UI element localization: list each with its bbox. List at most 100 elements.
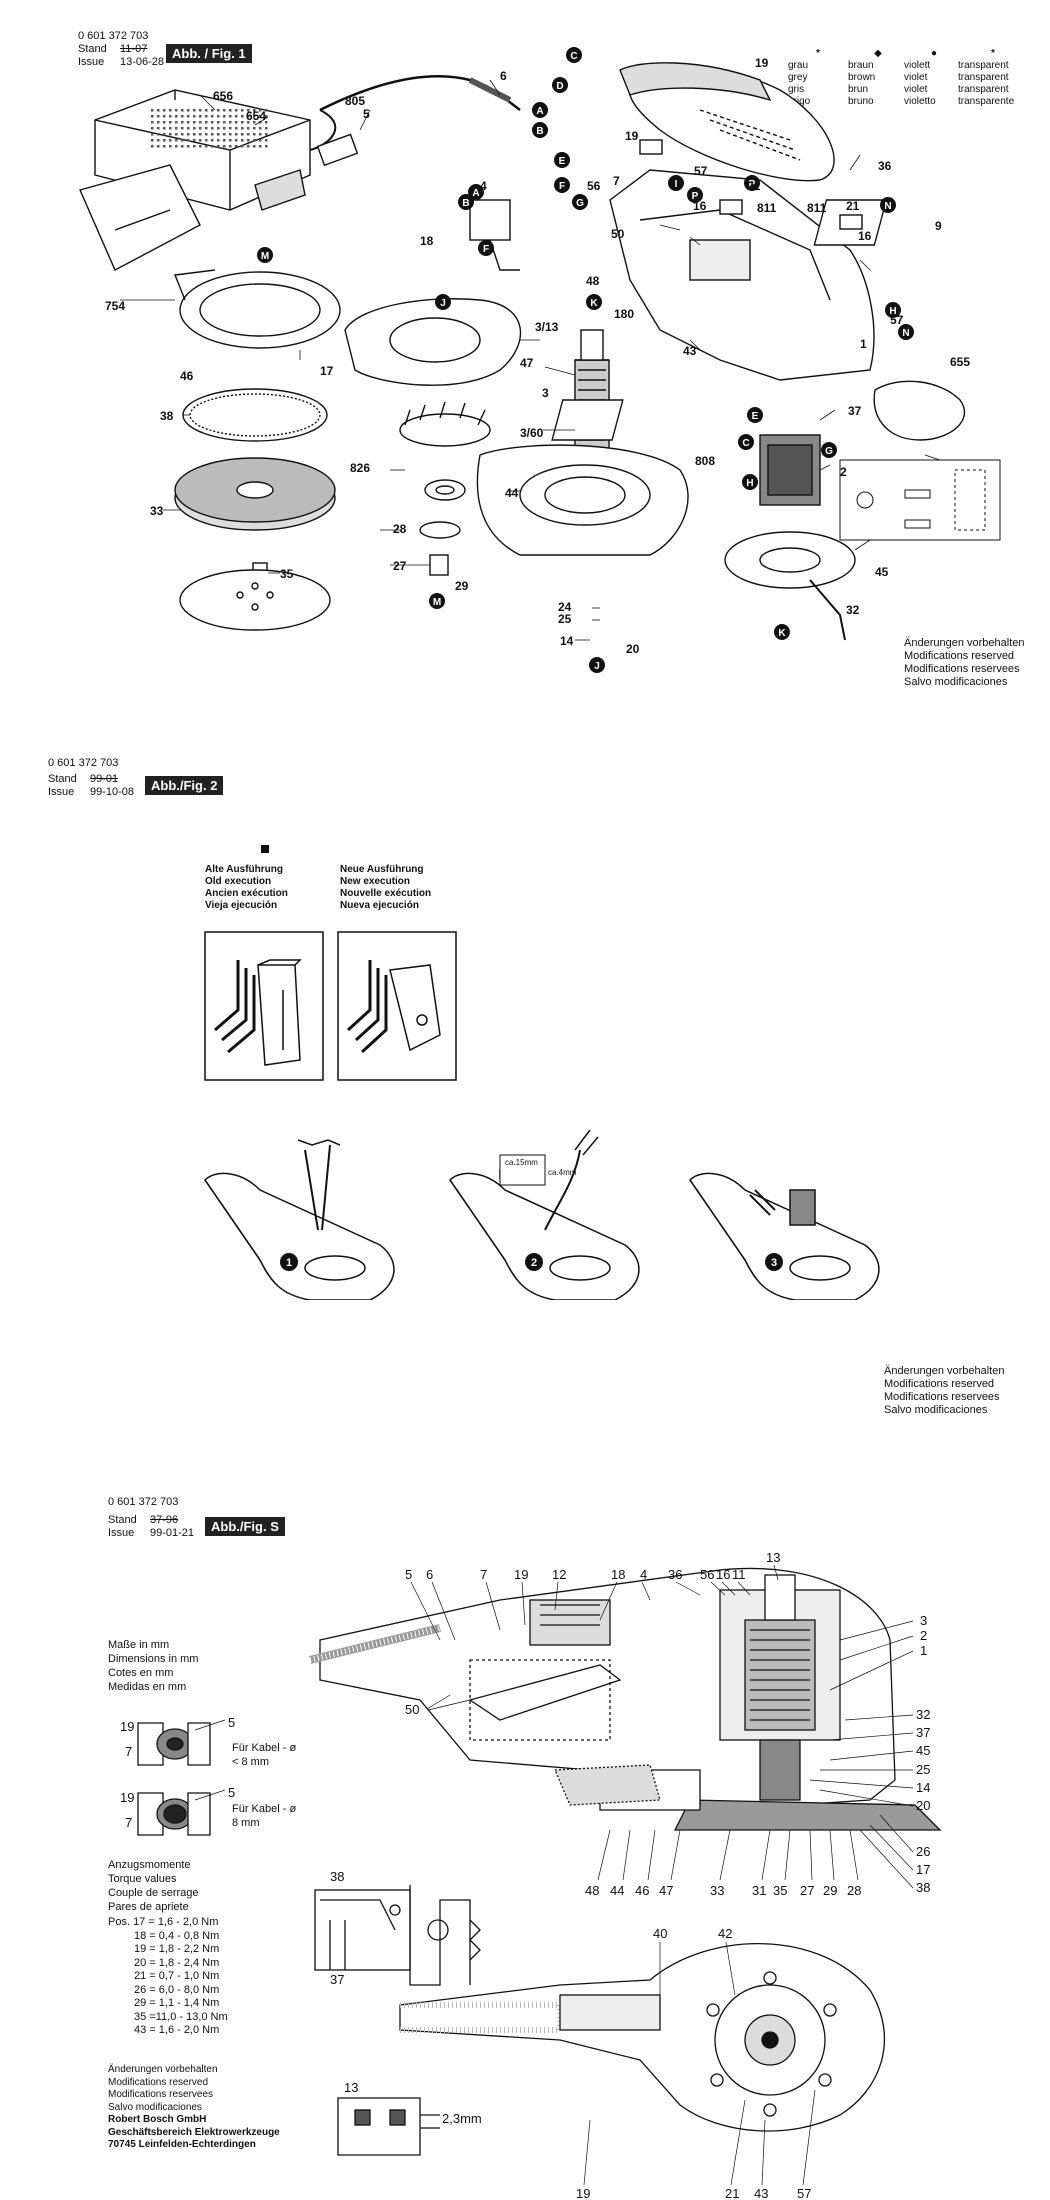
svg-text:16: 16 (716, 1567, 730, 1582)
svg-text:7: 7 (480, 1567, 487, 1582)
svg-text:G: G (576, 198, 584, 209)
svg-text:21: 21 (747, 179, 761, 193)
footer-2-line-2: Modifications reserved (884, 1378, 995, 1390)
stand-old-2: 99-01 (90, 773, 119, 785)
svg-text:D: D (556, 81, 563, 92)
svg-text:48: 48 (586, 274, 600, 288)
step-1-label: 1 (286, 1257, 292, 1269)
svg-text:18: 18 (611, 1567, 625, 1582)
svg-text:4: 4 (480, 179, 487, 193)
svg-text:47: 47 (520, 356, 534, 370)
footer-1-line-4: Salvo modificaciones (904, 676, 1008, 688)
svg-text:43: 43 (683, 344, 697, 358)
svg-text:18: 18 (420, 234, 434, 248)
issue-label-3: Issue (108, 1527, 135, 1539)
svg-text:29: 29 (823, 1883, 837, 1898)
svg-text:P: P (749, 179, 756, 190)
svg-text:37: 37 (916, 1725, 930, 1740)
svg-text:7: 7 (613, 174, 620, 188)
stand-old-1: 11-07 (120, 43, 148, 55)
end-cap-part (873, 380, 966, 441)
svg-text:47: 47 (659, 1883, 673, 1898)
svg-text:H: H (889, 306, 896, 317)
legend-col-grey: * grau grey gris grigo (788, 48, 820, 107)
svg-text:656: 656 (213, 89, 233, 103)
svg-text:36: 36 (668, 1567, 682, 1582)
svg-text:38: 38 (916, 1880, 930, 1895)
svg-text:811: 811 (807, 201, 827, 215)
svg-text:46: 46 (635, 1883, 649, 1898)
fan-cover-part (344, 298, 522, 386)
svg-text:754: 754 (105, 299, 125, 313)
svg-text:19: 19 (514, 1567, 528, 1582)
step3-housing (689, 1172, 880, 1300)
svg-text:2: 2 (840, 465, 847, 479)
svg-text:35: 35 (280, 567, 294, 581)
svg-text:57: 57 (694, 164, 708, 178)
svg-text:48: 48 (585, 1883, 599, 1898)
sanding-sheet-part (179, 569, 331, 631)
svg-text:13: 13 (766, 1550, 780, 1565)
svg-text:12: 12 (552, 1567, 566, 1582)
issue-date-3: 99-01-21 (150, 1527, 195, 1539)
footer-2-line-1: Änderungen vorbehalten (884, 1365, 1005, 1377)
svg-text:28: 28 (393, 522, 407, 536)
stand-label-1: Stand (78, 43, 107, 55)
step-markers: 1 2 3 (280, 1253, 783, 1271)
svg-text:19: 19 (755, 56, 769, 70)
plan-view (399, 1943, 886, 2132)
svg-text:14: 14 (560, 634, 574, 648)
svg-text:1: 1 (920, 1643, 927, 1658)
svg-text:6: 6 (426, 1567, 433, 1582)
legend-col-transparent: * transparent transparent transparent tr… (958, 48, 1015, 107)
svg-text:5: 5 (228, 1715, 235, 1730)
svg-text:31: 31 (752, 1883, 766, 1898)
svg-text:38: 38 (160, 409, 174, 423)
svg-text:43: 43 (754, 2186, 768, 2200)
stand-old-3: 37-96 (150, 1514, 179, 1526)
doc-number-2: 0 601 372 703 (48, 757, 119, 769)
svg-text:26: 26 (916, 1844, 930, 1859)
svg-text:N: N (884, 201, 891, 212)
footer-2-line-3: Modifications reservees (884, 1391, 1000, 1403)
torque-row: Pos. 17 = 1,6 - 2,0 Nm (108, 1916, 219, 1928)
svg-text:6: 6 (500, 69, 507, 83)
sectional-view (309, 1567, 942, 1831)
svg-text:33: 33 (150, 504, 164, 518)
svg-text:32: 32 (846, 603, 860, 617)
dim-label-a: ca.15mm (505, 1158, 538, 1167)
svg-text:5: 5 (363, 107, 370, 121)
svg-text:I: I (675, 179, 678, 190)
svg-text:5: 5 (228, 1785, 235, 1800)
svg-text:826: 826 (350, 461, 370, 475)
svg-text:14: 14 (916, 1780, 930, 1795)
svg-text:3: 3 (542, 386, 549, 400)
svg-text:654: 654 (246, 109, 266, 123)
svg-text:E: E (559, 156, 566, 167)
svg-text:20: 20 (916, 1798, 930, 1813)
issue-date-1: 13-06-28 (120, 56, 165, 68)
svg-text:28: 28 (847, 1883, 861, 1898)
svg-text:K: K (778, 628, 786, 639)
fig2-diagram: 1 2 3 ca.15mm ca.4mm (204, 931, 880, 1300)
svg-text:C: C (742, 438, 749, 449)
svg-text:40: 40 (653, 1926, 667, 1941)
torque-row: 20 = 1,8 - 2,4 Nm (134, 1956, 220, 1969)
old-execution-box (204, 931, 324, 1081)
svg-text:B: B (536, 126, 543, 137)
fig-tag-2: Abb./Fig. 2 (145, 776, 224, 795)
svg-text:56: 56 (700, 1567, 714, 1582)
svg-text:3/60: 3/60 (520, 426, 544, 440)
svg-text:13: 13 (344, 2080, 358, 2095)
svg-text:C: C (570, 51, 577, 62)
fan-part (399, 413, 491, 447)
doc-number-1: 0 601 372 703 (78, 30, 149, 42)
svg-text:H: H (746, 478, 753, 489)
issue-date-2: 99-10-08 (90, 786, 135, 798)
square-marker-icon (261, 845, 269, 853)
